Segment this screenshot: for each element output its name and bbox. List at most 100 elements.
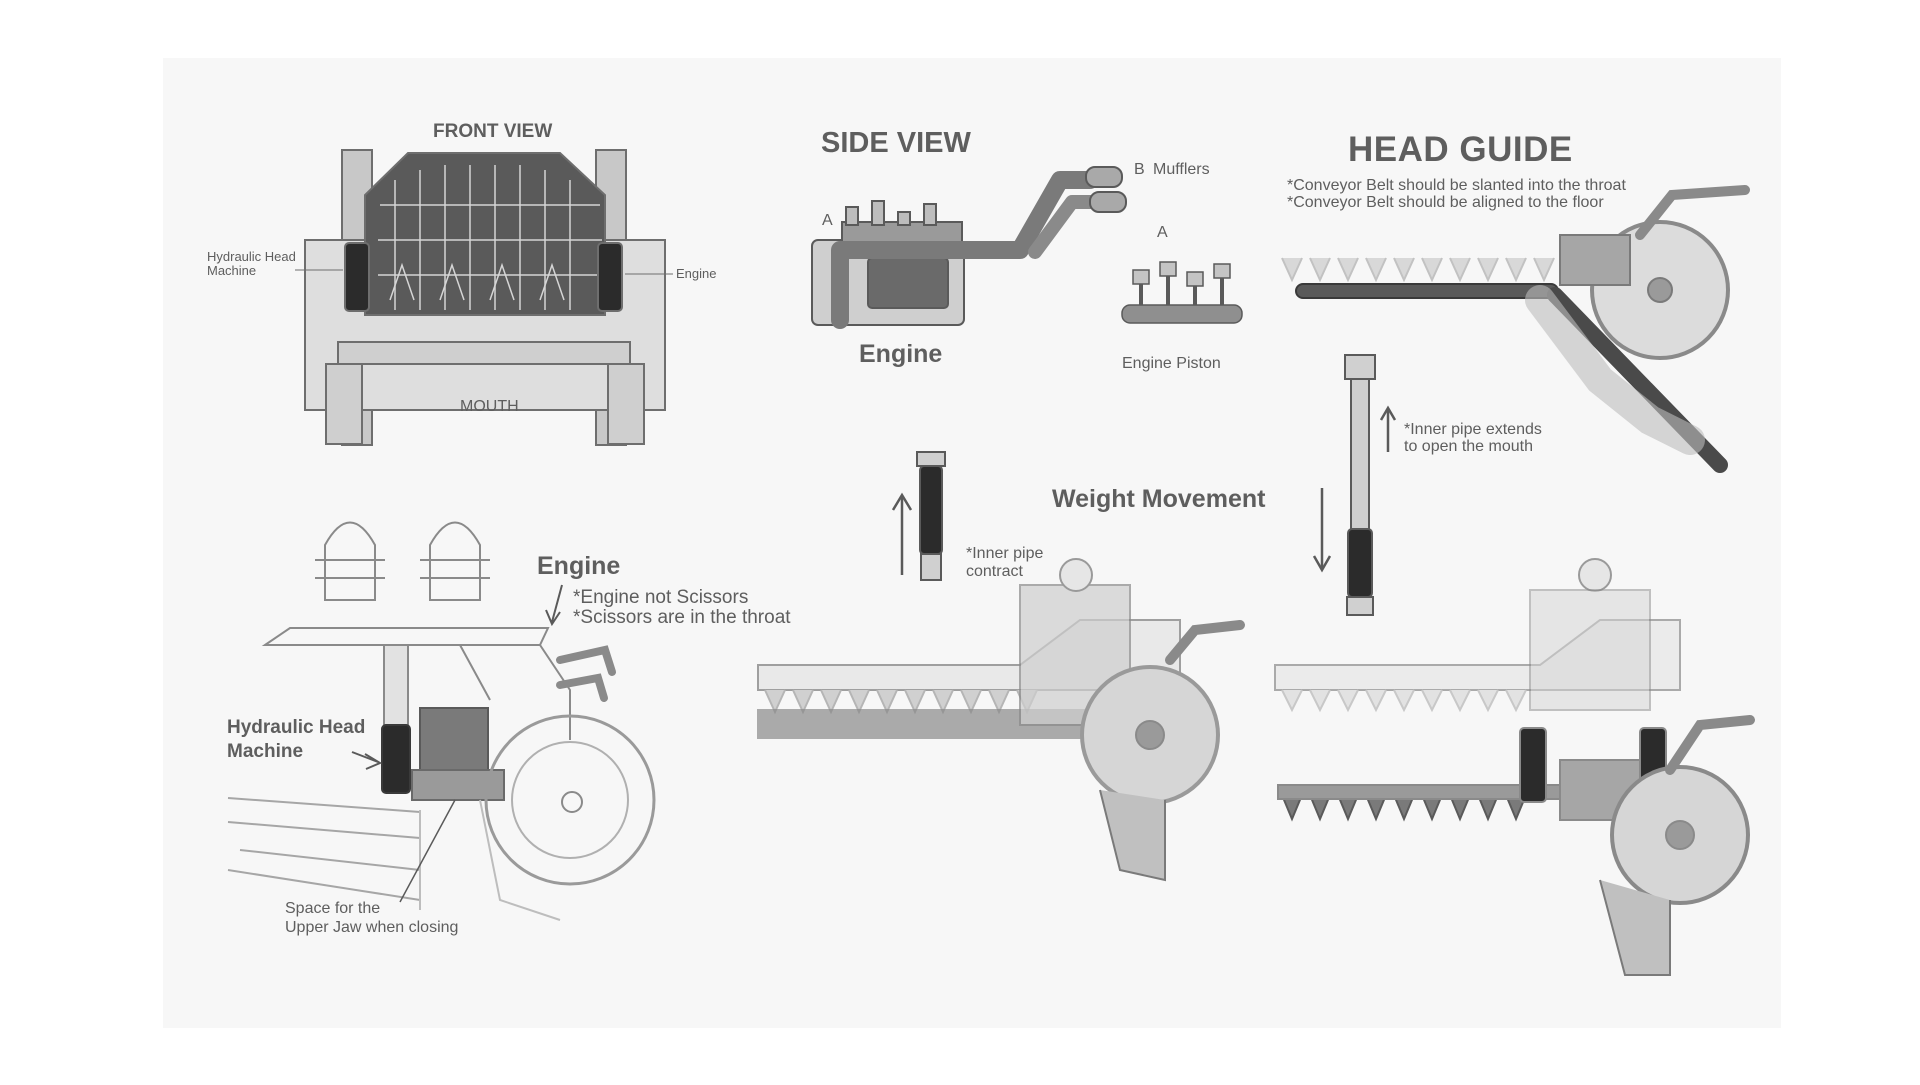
guide-cylinder — [1344, 354, 1376, 616]
side-view-engine-label: Engine — [859, 340, 943, 368]
head-guide-note-2: *Conveyor Belt should be aligned to the … — [1287, 194, 1604, 211]
weight-movement-machine — [757, 558, 1245, 882]
guide-cylinder-rod — [1350, 378, 1370, 530]
front-view-drawing — [295, 149, 673, 446]
guide-machine — [1274, 558, 1755, 976]
guide-knob — [1578, 558, 1612, 592]
front-view-hydraulic-label-2: Machine — [207, 263, 257, 278]
head-guide-pipe-note-2: to open the mouth — [1404, 438, 1533, 455]
weight-wheel-hub — [1135, 720, 1165, 750]
weight-cylinder-base — [920, 553, 942, 581]
weight-movement-title: Weight Movement — [1052, 485, 1266, 513]
side-valve-2 — [871, 200, 885, 226]
guide-base — [1599, 879, 1671, 976]
side-view-marker-b: B — [1134, 161, 1145, 178]
side-muffler-1 — [1085, 166, 1123, 188]
head-guide-note-1: *Conveyor Belt should be slanted into th… — [1287, 177, 1626, 194]
side-engine-drawing — [811, 166, 1127, 329]
side-valve-3 — [897, 211, 911, 226]
weight-pipe-note-2: contract — [966, 563, 1023, 580]
piston-crank — [1121, 304, 1243, 324]
sketch-body-lines — [419, 799, 561, 921]
side-view-mufflers-label: Mufflers — [1153, 161, 1210, 178]
sketch-space-label-1: Space for the — [285, 900, 381, 917]
guide-cylinder-base — [1346, 596, 1374, 616]
guide-lower-jaw — [1277, 784, 1609, 800]
front-cylinder-left — [344, 242, 370, 312]
side-exhaust-pipe — [831, 171, 1099, 329]
guide-cylinder-body — [1347, 528, 1373, 598]
weight-cylinder-body — [919, 465, 943, 555]
side-engine-panel — [867, 257, 949, 309]
sketch-wheel-hub — [561, 791, 583, 813]
sketch-leader-space — [399, 799, 456, 903]
head-guide-pipe-note-1: *Inner pipe extends — [1404, 421, 1542, 438]
sketch-hydraulic-label-2: Machine — [227, 741, 304, 762]
weight-muffler — [1165, 620, 1245, 665]
side-valve-4 — [923, 203, 937, 226]
guide-muffler — [1665, 715, 1755, 775]
guide-bottom-teeth — [1281, 794, 1527, 822]
weight-base — [1099, 789, 1166, 882]
sketch-conveyor — [227, 797, 421, 901]
side-valve-1 — [845, 206, 859, 226]
side-view-title: SIDE VIEW — [821, 127, 971, 159]
front-beam — [337, 341, 631, 365]
piston-head-3 — [1186, 271, 1204, 287]
piston-marker-a: A — [1157, 224, 1168, 241]
head-guide-engine — [1559, 234, 1631, 286]
weight-knob — [1059, 558, 1093, 592]
engine-piston-drawing — [1121, 261, 1243, 324]
head-guide-muffler — [1635, 185, 1750, 240]
front-view-title: FRONT VIEW — [433, 121, 553, 142]
sketch-lamp-right — [429, 521, 481, 601]
guide-tower — [1529, 589, 1651, 711]
sketch-muffler — [556, 645, 616, 702]
guide-top-teeth — [1281, 689, 1527, 713]
guide-cylinder-a — [1519, 727, 1547, 803]
sketch-engine-note-2: *Scissors are in the throat — [573, 607, 791, 628]
weight-cylinder-cap — [916, 451, 946, 467]
sketch-space-label-2: Upper Jaw when closing — [285, 919, 459, 936]
sketch-wheel-inner — [511, 741, 629, 859]
sketch-wheel — [484, 714, 656, 886]
weight-pipe-note-1: *Inner pipe — [966, 545, 1044, 562]
head-guide-body — [1525, 285, 1705, 455]
guide-wheel-hub — [1665, 820, 1695, 850]
sketch-hydraulic-label-1: Hydraulic Head — [227, 717, 366, 738]
sketch-engine-note-1: *Engine not Scissors — [573, 587, 749, 608]
sketch-drawing — [227, 521, 656, 921]
piston-label: Engine Piston — [1122, 355, 1221, 372]
head-guide-drawing — [1281, 185, 1750, 473]
sketch-lamp-left — [324, 521, 376, 601]
front-leg-right — [607, 363, 645, 445]
piston-head-1 — [1132, 269, 1150, 285]
weight-cylinder — [916, 451, 946, 581]
front-view-engine-label: Engine — [676, 266, 717, 281]
piston-head-4 — [1213, 263, 1231, 279]
front-teeth — [378, 165, 602, 310]
guide-arrows — [1312, 405, 1397, 573]
head-guide-wheel-hub — [1647, 277, 1673, 303]
sketch-engine-title: Engine — [537, 552, 621, 580]
piston-head-2 — [1159, 261, 1177, 277]
front-view-mouth-label: MOUTH — [460, 398, 519, 415]
sketch-cylinder — [381, 724, 411, 794]
sketch-pipe — [383, 644, 409, 726]
sketch-lamp-lines — [315, 559, 490, 579]
head-guide-belt-flat — [1295, 283, 1559, 299]
guide-cylinder-cap — [1344, 354, 1376, 380]
head-guide-title: HEAD GUIDE — [1348, 130, 1573, 169]
sketch-arrows — [351, 584, 563, 770]
front-leg-left — [325, 363, 363, 445]
side-exhaust-pipe-2 — [1028, 195, 1102, 259]
front-view-hydraulic-label-1: Hydraulic Head — [207, 249, 296, 264]
side-view-marker-a: A — [822, 212, 833, 229]
piston-rods — [1139, 276, 1224, 318]
front-head — [364, 152, 606, 316]
front-cylinder-right — [597, 242, 623, 312]
weight-arrow — [891, 492, 913, 575]
sketch-platform — [261, 627, 550, 646]
